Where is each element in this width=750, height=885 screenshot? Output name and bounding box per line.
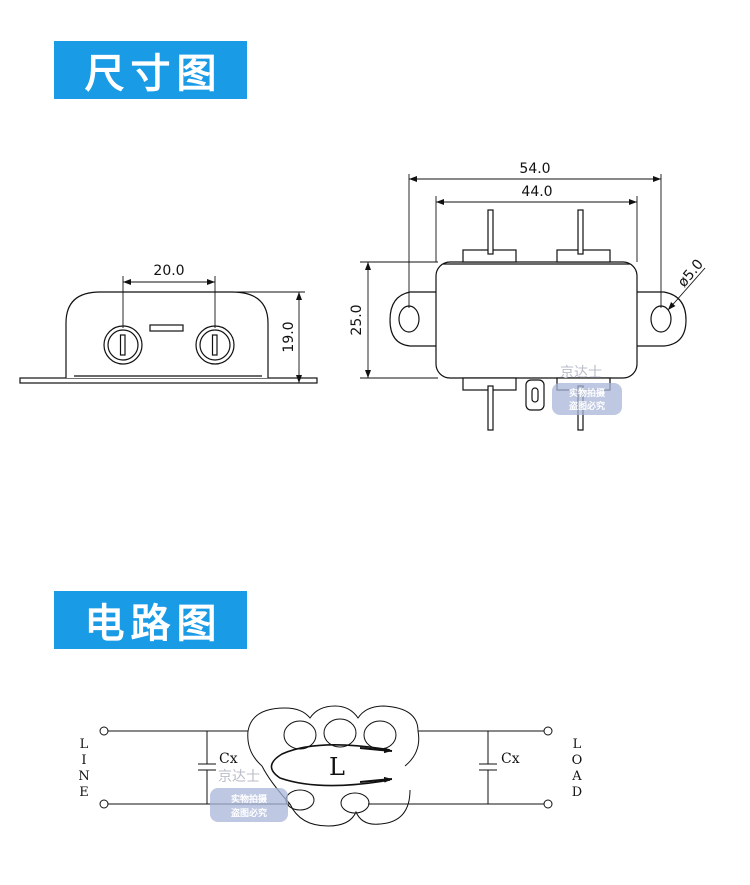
top-overall-dimension	[408, 174, 662, 308]
inductor-label: L	[329, 753, 345, 781]
top-height-dimension	[360, 261, 438, 379]
svg-text:N: N	[78, 769, 89, 784]
top-view	[389, 209, 687, 431]
watermark-top: 京达士 实物拍摄 盗图必究	[552, 365, 622, 415]
section-title-dimensions: 尺寸图	[54, 41, 247, 99]
svg-text:京达士: 京达士	[560, 365, 602, 381]
svg-text:L: L	[573, 737, 582, 752]
top-body-dimension	[435, 196, 638, 262]
svg-text:E: E	[79, 785, 89, 800]
svg-text:O: O	[572, 753, 583, 768]
front-height-dimension	[235, 291, 305, 384]
svg-text:L: L	[80, 737, 89, 752]
svg-text:A: A	[571, 769, 582, 784]
section-title-circuit: 电路图	[54, 591, 247, 649]
svg-text:盗图必究: 盗图必究	[231, 807, 267, 819]
load-label: L O A D	[571, 737, 582, 800]
svg-text:I: I	[81, 753, 86, 768]
svg-text:京达士: 京达士	[218, 769, 260, 785]
svg-text:D: D	[572, 785, 582, 800]
top-overall-label: 54.0	[519, 161, 550, 177]
front-height-label: 19.0	[281, 321, 297, 352]
front-width-label: 20.0	[153, 263, 184, 279]
hole-diameter-label: ø5.0	[675, 256, 707, 290]
cap-right-label: Cx	[501, 751, 520, 767]
svg-text:实物拍摄: 实物拍摄	[569, 387, 606, 399]
circuit-diagram	[99, 705, 553, 827]
cap-left-label: Cx	[219, 751, 238, 767]
svg-text:盗图必究: 盗图必究	[569, 400, 605, 412]
top-height-label: 25.0	[349, 304, 365, 335]
hole-diameter-leader	[667, 267, 706, 311]
line-label: L I N E	[78, 737, 89, 800]
front-width-dimension	[122, 276, 216, 328]
svg-text:实物拍摄: 实物拍摄	[231, 793, 268, 805]
watermark-bottom: 京达士 实物拍摄 盗图必究	[210, 769, 288, 822]
top-body-label: 44.0	[521, 184, 552, 200]
front-view	[19, 291, 318, 384]
